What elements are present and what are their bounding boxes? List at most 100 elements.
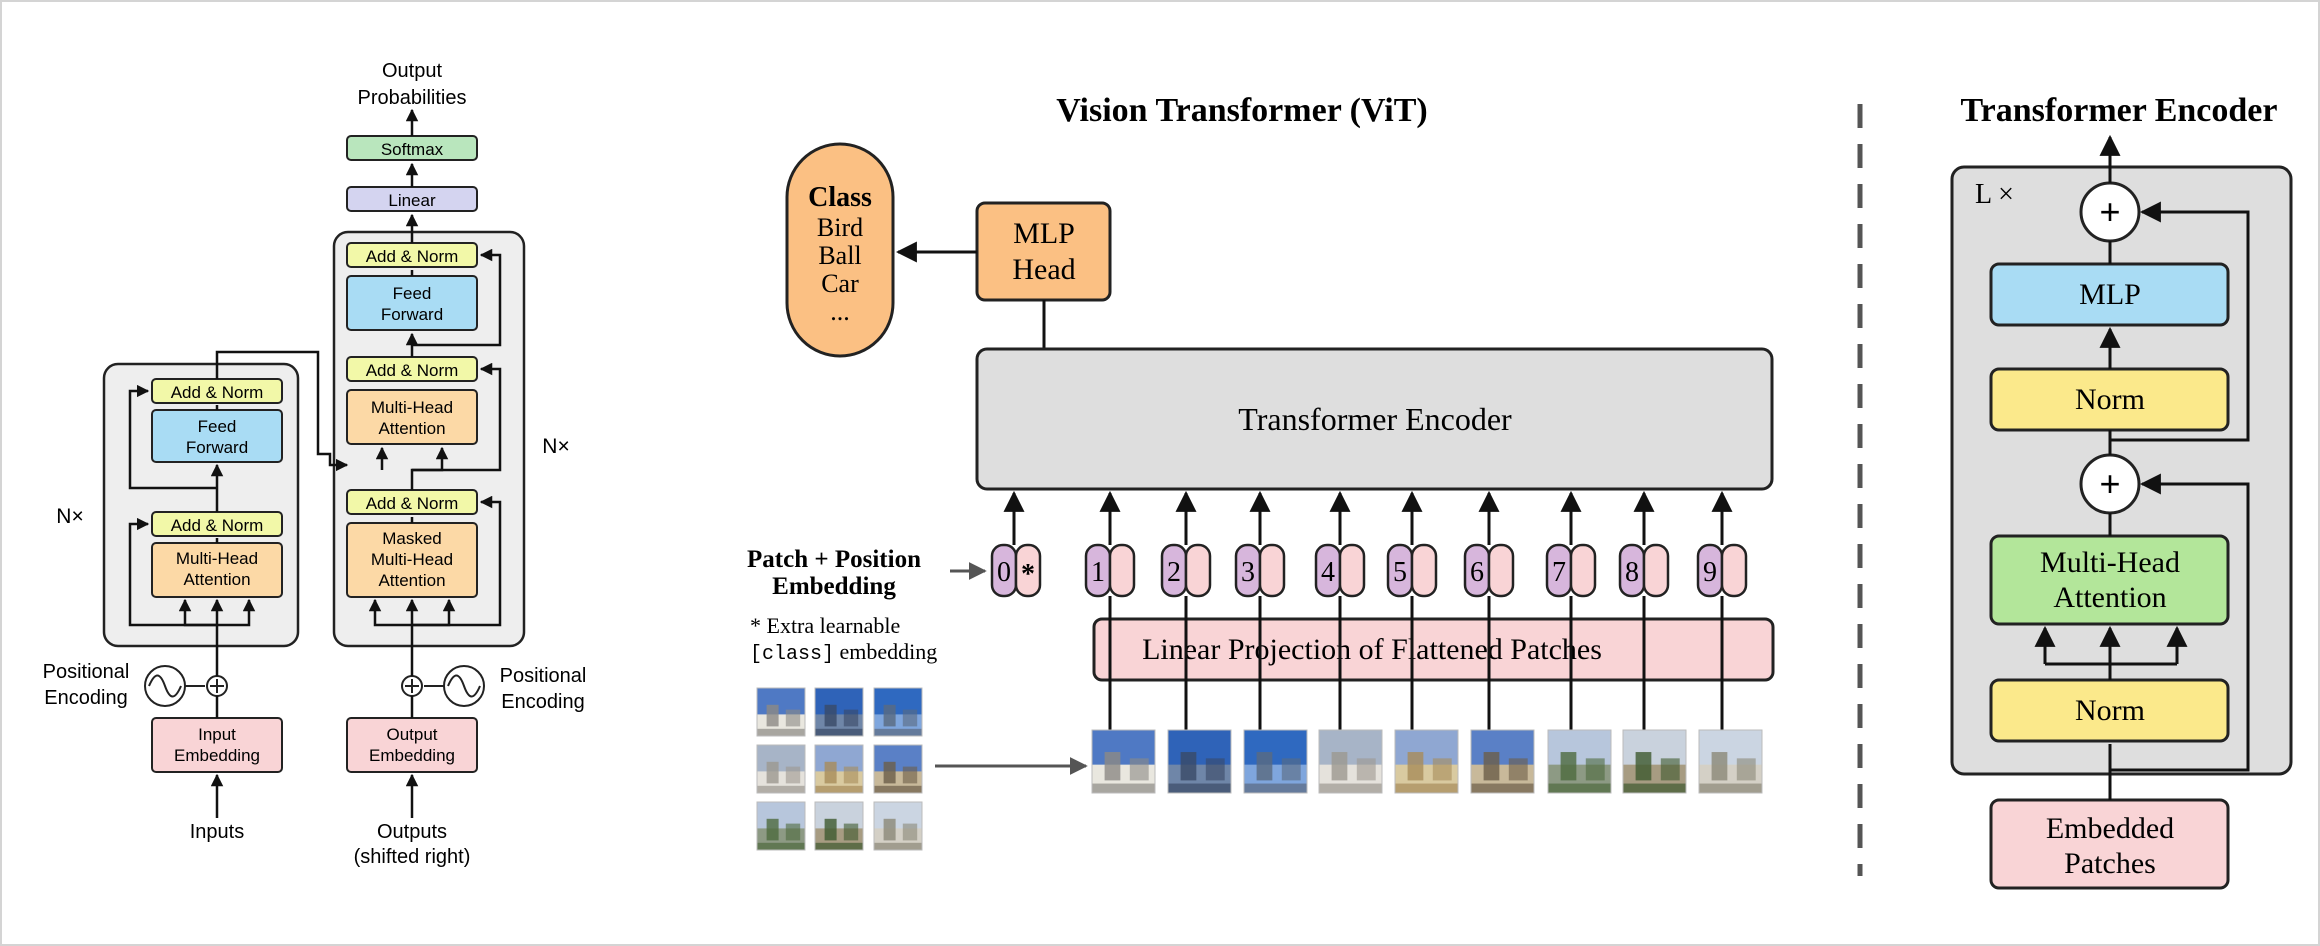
patch-thumbnail-6 [1470, 729, 1535, 794]
residual-add-bottom-icon: + [2079, 453, 2141, 515]
token-index-1: 1 [1091, 557, 1105, 588]
class-item-1: Ball [818, 241, 861, 270]
transformer-connectors [128, 108, 502, 818]
output-probabilities-label-2: Probabilities [358, 87, 467, 109]
grid-patch-2 [814, 687, 864, 737]
patch-position-label-2: Embedding [772, 573, 896, 600]
mha-label: Multi-Head [2040, 546, 2180, 579]
token-index-5: 5 [1393, 557, 1407, 588]
class-output-capsule [785, 142, 895, 358]
mlp-head-label: MLP [1013, 217, 1075, 250]
encoder-add-norm-bottom-label: Add & Norm [171, 516, 264, 535]
token-index-4: 4 [1321, 557, 1335, 588]
token-index-7: 7 [1552, 557, 1566, 588]
token-index-8: 8 [1625, 557, 1639, 588]
grid-patch-8 [814, 801, 864, 851]
input-image-grid [756, 687, 923, 851]
grid-patch-7 [756, 801, 806, 851]
extra-learnable-note-2: [class] embedding [750, 639, 937, 666]
transformer-diagram: Output Probabilities Softmax Linear Add … [43, 60, 587, 868]
vit-title: Vision Transformer (ViT) [1056, 92, 1427, 129]
decoder-positional-add-icon [401, 675, 423, 697]
patch-embedding-1 [1108, 543, 1136, 598]
vit-token-row: 0* 1 2 3 4 5 6 7 8 9 [990, 490, 1748, 730]
class-title: Class [808, 182, 872, 213]
mlp-head-label-2: Head [1012, 253, 1075, 286]
encoder-add-norm-top-label: Add & Norm [171, 383, 264, 402]
linear-projection-box [1092, 617, 1775, 682]
vit-transformer-encoder-label: Transformer Encoder [1238, 401, 1512, 437]
embedded-patches-label-2: Patches [2064, 847, 2156, 880]
grid-patch-3 [873, 687, 923, 737]
token-embedding-8: 8 [1618, 490, 1670, 730]
grid-patch-1 [756, 687, 806, 737]
patch-embedding-7 [1569, 543, 1597, 598]
token-index-0: 0 [997, 557, 1011, 588]
patch-embedding-3 [1258, 543, 1286, 598]
input-embedding-label-2: Embedding [174, 746, 260, 765]
masked-label: Masked [382, 529, 442, 548]
grid-patch-5 [814, 744, 864, 794]
patch-embedding-2 [1184, 543, 1212, 598]
token-embedding-1: 1 [1084, 490, 1136, 730]
token-index-2: 2 [1167, 557, 1181, 588]
encoder-feed-forward-label-2: Forward [186, 438, 248, 457]
patch-position-label: Patch + Position [747, 546, 921, 573]
decoder-multi-head-attention [346, 389, 478, 445]
encoder-detail-connectors [2034, 134, 2250, 800]
patch-thumbnail-7 [1547, 729, 1612, 794]
class-item-3: ... [830, 297, 850, 326]
patch-embedding-4 [1338, 543, 1366, 598]
embedded-patches-label: Embedded [2046, 812, 2174, 845]
encoder-positional-label-2: Encoding [44, 687, 127, 709]
norm-top-label: Norm [2075, 383, 2145, 416]
patch-embedding-6 [1487, 543, 1515, 598]
class-item-2: Car [821, 269, 859, 298]
encoder-positional-label: Positional [43, 661, 130, 683]
patch-thumbnail-8 [1622, 729, 1687, 794]
patch-thumbnail-2 [1167, 729, 1232, 794]
output-embedding-label-2: Embedding [369, 746, 455, 765]
token-index-6: 6 [1470, 557, 1484, 588]
vit-diagram: Vision Transformer (ViT) Class Bird Ball… [747, 92, 1775, 851]
encoder-mha-label: Multi-Head [176, 549, 258, 568]
softmax-label: Softmax [381, 140, 444, 159]
mha-label-2: Attention [2053, 581, 2166, 614]
token-embedding-2: 2 [1160, 490, 1212, 730]
token-embedding-0: 0* [990, 490, 1042, 598]
patch-thumbnail-3 [1243, 729, 1308, 794]
patch-embedding-9 [1720, 543, 1748, 598]
encoder-nx-label: N× [56, 505, 83, 528]
decoder-add-norm-bottom-label: Add & Norm [366, 494, 459, 513]
decoder-add-norm-mid-label: Add & Norm [366, 361, 459, 380]
patch-embedding-8 [1642, 543, 1670, 598]
decoder-feed-forward-label: Feed [393, 284, 432, 303]
mlp-label: MLP [2079, 278, 2141, 311]
residual-add-top-symbol: + [2099, 191, 2120, 232]
patch-thumbnail-9 [1698, 729, 1763, 794]
token-embedding-5: 5 [1386, 490, 1438, 730]
decoder-sine-wave-icon [424, 665, 485, 707]
decoder-mha-label: Multi-Head [371, 398, 453, 417]
token-embedding-3: 3 [1234, 490, 1286, 730]
encoder-positional-add-icon [206, 675, 228, 697]
masked-label-2: Multi-Head [371, 550, 453, 569]
decoder-nx-label: N× [542, 435, 569, 458]
class-item-0: Bird [817, 213, 863, 242]
class-token-embedding-word: embedding [834, 639, 937, 664]
token-index-9: 9 [1703, 557, 1717, 588]
output-probabilities-label: Output [382, 60, 442, 82]
encoder-detail-diagram: Transformer Encoder L × MLP Norm Multi-H… [1950, 92, 2293, 890]
grid-patch-4 [756, 744, 806, 794]
inputs-label: Inputs [190, 821, 244, 843]
residual-add-top-icon: + [2079, 181, 2141, 243]
vit-patch-row [1091, 729, 1763, 794]
encoder-detail-title: Transformer Encoder [1961, 92, 2278, 129]
encoder-mha-label-2: Attention [183, 570, 250, 589]
token-embedding-6: 6 [1463, 490, 1515, 730]
norm-bottom-label: Norm [2075, 694, 2145, 727]
token-embedding-9: 9 [1696, 490, 1748, 730]
encoder-feed-forward-label: Feed [198, 417, 237, 436]
